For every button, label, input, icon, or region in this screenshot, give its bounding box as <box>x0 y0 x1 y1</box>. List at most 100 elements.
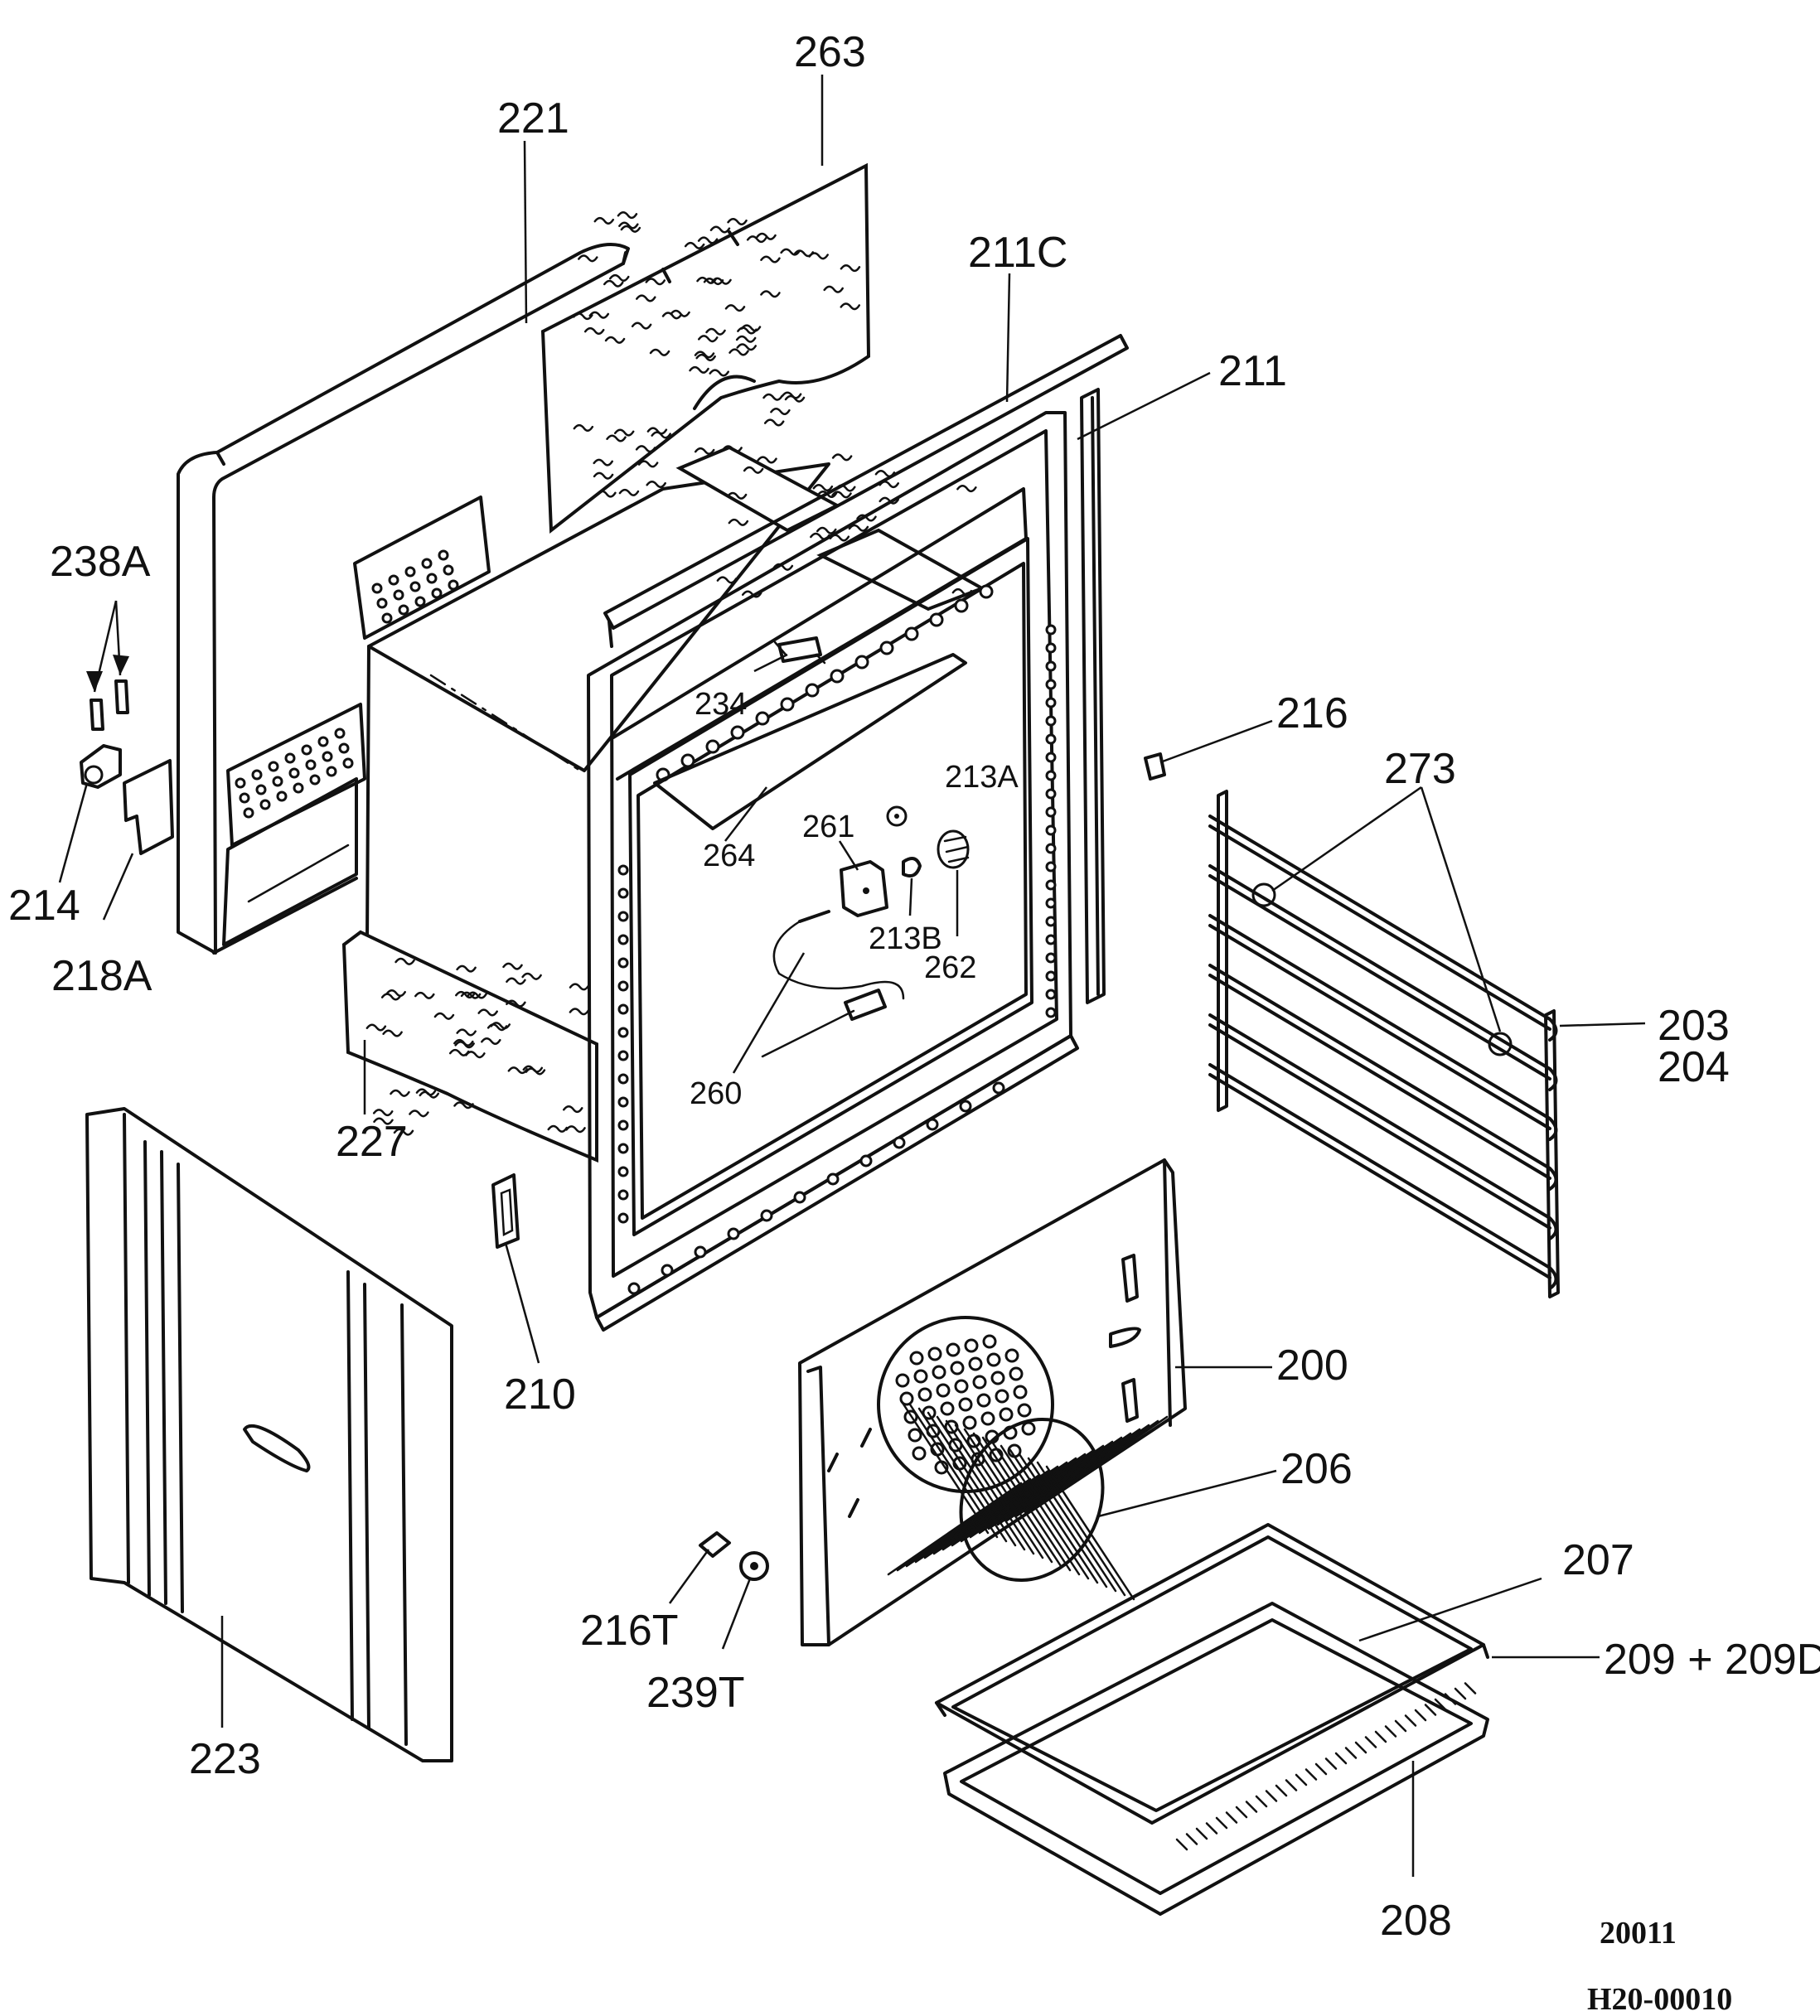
frame-hole <box>1045 697 1057 708</box>
runner-rail <box>1208 864 1558 1091</box>
label-264: 264 <box>703 839 755 873</box>
mesh-line <box>932 1461 1068 1555</box>
vent-hole <box>421 558 433 569</box>
label-213b: 213B <box>869 921 942 956</box>
insulation-mark <box>477 1008 498 1017</box>
tray-slot <box>1464 1682 1477 1695</box>
insulation-mark <box>696 276 717 284</box>
frame-hole <box>617 1073 629 1085</box>
frame-hole <box>755 711 770 726</box>
fan-hole <box>946 1342 961 1357</box>
tray-slot <box>1354 1741 1367 1754</box>
tray-slot <box>1295 1773 1308 1786</box>
insulation-mark <box>547 1124 569 1133</box>
vent-hole <box>259 799 271 810</box>
tray-slot <box>1195 1827 1208 1840</box>
tray-slot <box>1205 1822 1218 1835</box>
vent-hole <box>342 757 354 769</box>
frame-hole <box>617 1189 629 1201</box>
fan-hole <box>990 1371 1005 1385</box>
mesh-line <box>1027 1457 1117 1593</box>
part-211-front-frame <box>587 388 1106 1332</box>
vent-hole <box>317 736 329 747</box>
part-262-lamp <box>937 829 970 869</box>
vent-hole <box>305 759 317 771</box>
part-239t-nut <box>739 1551 769 1581</box>
insulation-mark <box>780 248 801 256</box>
label-206: 206 <box>1280 1445 1353 1493</box>
insulation-mark <box>390 1089 410 1097</box>
insulation-mark <box>613 428 635 437</box>
frame-hole <box>979 584 994 599</box>
insulation-mark <box>763 418 785 427</box>
fan-hole <box>1017 1403 1032 1418</box>
label-221: 221 <box>497 94 569 143</box>
frame-hole <box>694 1245 707 1259</box>
frame-hole <box>1045 843 1057 854</box>
label-234: 234 <box>695 687 747 722</box>
insulation-mark <box>781 391 802 399</box>
fan-hole <box>899 1391 914 1406</box>
front-frame-holes <box>617 584 1057 1295</box>
mesh-line <box>987 1436 1123 1530</box>
frame-hole <box>1045 770 1057 781</box>
fan-hole <box>909 1351 924 1366</box>
part-206-filter <box>887 1399 1169 1601</box>
part-227-bottom-insulation <box>341 930 598 1163</box>
insulation-mark <box>772 563 794 571</box>
vent-hole <box>309 774 321 786</box>
vent-hole <box>301 744 312 756</box>
vent-hole <box>371 583 383 594</box>
insulation-mark <box>415 1088 437 1096</box>
fan-hole <box>940 1401 955 1416</box>
insulation-mark <box>709 369 729 377</box>
insulation-mark <box>393 1128 414 1136</box>
runner-rail <box>1208 924 1551 1130</box>
frame-hole <box>879 641 894 655</box>
frame-hole <box>926 1118 939 1131</box>
label-203: 203 <box>1658 1002 1730 1050</box>
fan-hole <box>917 1387 932 1402</box>
mesh-line <box>1024 1419 1159 1514</box>
mesh-line <box>1014 1424 1150 1518</box>
tray-slot <box>1285 1779 1298 1791</box>
insulation-mark <box>453 1038 474 1047</box>
insulation-mark <box>573 423 594 432</box>
frame-hole <box>617 1119 629 1131</box>
vent-hole <box>404 566 416 578</box>
insulation-mark <box>618 221 639 230</box>
insulation-mark <box>433 1012 455 1020</box>
insulation-mark <box>588 311 610 319</box>
insulation-mark <box>453 1101 474 1110</box>
vent-hole <box>284 752 296 764</box>
frame-hole <box>1045 733 1057 745</box>
frame-hole <box>805 683 820 698</box>
tray-slot <box>1334 1752 1348 1765</box>
frame-hole <box>1045 916 1057 927</box>
frame-hole <box>859 1154 873 1168</box>
mesh-line <box>1036 1461 1126 1597</box>
mesh-line <box>887 1482 1023 1576</box>
insulation-mark <box>409 1110 429 1118</box>
vent-hole <box>393 589 404 601</box>
insulation-mark <box>735 335 757 343</box>
insulation-mark <box>365 1023 387 1032</box>
insulation-mark <box>760 255 781 263</box>
frame-hole <box>617 1003 629 1015</box>
mesh-line <box>951 1453 1087 1547</box>
insulation-mark <box>637 460 659 468</box>
tray-slot <box>1265 1790 1278 1802</box>
fan-guard-holes <box>895 1334 1036 1475</box>
insulation-mark <box>521 972 542 980</box>
frame-hole <box>1045 715 1057 727</box>
insulation-mark <box>697 236 719 244</box>
insulation-mark <box>831 491 852 499</box>
frame-hole <box>1045 934 1057 945</box>
insulation-mark <box>606 434 627 442</box>
fan-hole <box>913 1369 928 1384</box>
fan-hole <box>954 1379 969 1394</box>
insulation-mark <box>649 348 670 356</box>
insulation-mark <box>793 249 815 258</box>
insulation-mark <box>661 312 683 320</box>
vent-hole <box>381 612 393 624</box>
